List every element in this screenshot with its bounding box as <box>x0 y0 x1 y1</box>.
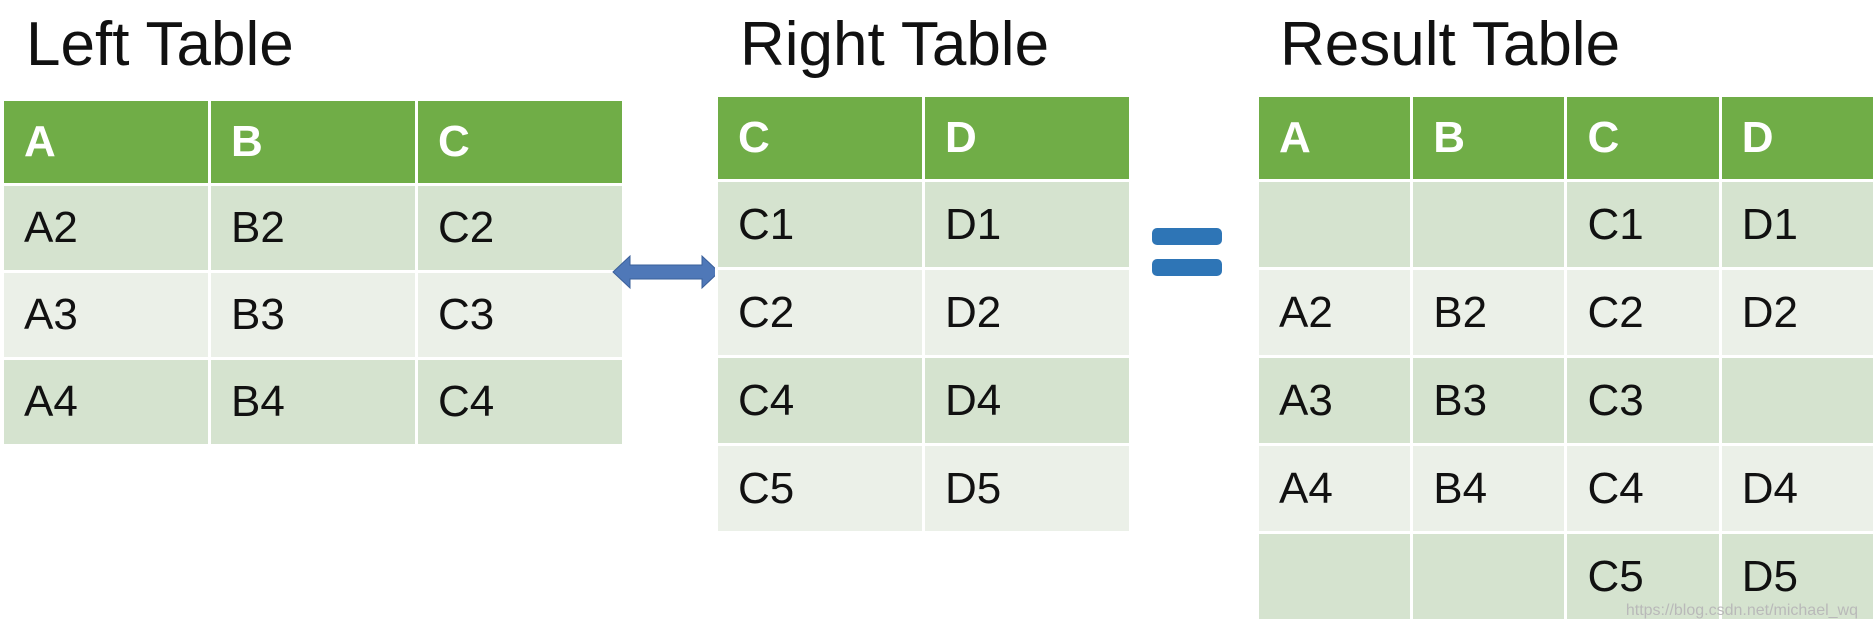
header-row: C D <box>718 97 1129 179</box>
table-cell: C4 <box>418 360 622 444</box>
table-cell: A4 <box>1259 446 1411 531</box>
table-cell: A2 <box>1259 270 1411 355</box>
table-cell: D1 <box>1721 182 1873 267</box>
column-header: D <box>925 97 1129 179</box>
table-cell: C1 <box>1567 182 1719 267</box>
table-cell: D5 <box>1721 534 1873 619</box>
column-header: A <box>1259 97 1411 179</box>
table-cell: C5 <box>1567 534 1719 619</box>
table-cell: B3 <box>1413 358 1565 443</box>
table-cell: B2 <box>1413 270 1565 355</box>
column-header: B <box>211 101 415 183</box>
table-row: A2 B2 C2 <box>4 186 622 270</box>
table-cell: A2 <box>4 186 208 270</box>
header-row: A B C D <box>1259 97 1873 179</box>
left-table: A B C A2 B2 C2 A3 B3 C3 A4 B4 C4 <box>1 98 625 447</box>
table-cell: D4 <box>1721 446 1873 531</box>
double-arrow-icon <box>612 254 720 290</box>
table-cell: C4 <box>718 358 922 443</box>
table-row: A4 B4 C4 <box>4 360 622 444</box>
column-header: B <box>1413 97 1565 179</box>
table-cell: A3 <box>1259 358 1411 443</box>
table-cell: D2 <box>1721 270 1873 355</box>
table-cell: D2 <box>925 270 1129 355</box>
table-row: A2 B2 C2 D2 <box>1259 270 1873 355</box>
table-cell <box>1259 182 1411 267</box>
table-row: A3 B3 C3 <box>1259 358 1873 443</box>
table-row: C5 D5 <box>1259 534 1873 619</box>
right-table-title: Right Table <box>740 10 1050 79</box>
table-cell: C2 <box>718 270 922 355</box>
column-header: D <box>1721 97 1873 179</box>
table-cell <box>1413 534 1565 619</box>
result-table-title: Result Table <box>1280 10 1621 79</box>
left-table-title: Left Table <box>26 10 294 79</box>
header-row: A B C <box>4 101 622 183</box>
table-row: A3 B3 C3 <box>4 273 622 357</box>
table-cell <box>1259 534 1411 619</box>
table-cell: C3 <box>418 273 622 357</box>
table-row: C5 D5 <box>718 446 1129 531</box>
table-cell: C5 <box>718 446 922 531</box>
table-cell: D1 <box>925 182 1129 267</box>
table-row: C1 D1 <box>1259 182 1873 267</box>
equals-icon <box>1152 228 1222 276</box>
table-cell: B4 <box>211 360 415 444</box>
table-cell: A4 <box>4 360 208 444</box>
right-table: C D C1 D1 C2 D2 C4 D4 C5 D5 <box>715 94 1132 534</box>
table-cell: C2 <box>418 186 622 270</box>
table-cell: D5 <box>925 446 1129 531</box>
table-cell: B2 <box>211 186 415 270</box>
table-cell: C4 <box>1567 446 1719 531</box>
table-cell: B3 <box>211 273 415 357</box>
table-cell: C2 <box>1567 270 1719 355</box>
table-cell <box>1721 358 1873 443</box>
column-header: C <box>418 101 622 183</box>
column-header: C <box>718 97 922 179</box>
watermark: https://blog.csdn.net/michael_wq <box>1625 602 1858 619</box>
column-header: A <box>4 101 208 183</box>
table-row: C1 D1 <box>718 182 1129 267</box>
table-cell: B4 <box>1413 446 1565 531</box>
table-row: C2 D2 <box>718 270 1129 355</box>
table-row: A4 B4 C4 D4 <box>1259 446 1873 531</box>
table-cell: C1 <box>718 182 922 267</box>
table-cell: A3 <box>4 273 208 357</box>
table-cell: C3 <box>1567 358 1719 443</box>
table-row: C4 D4 <box>718 358 1129 443</box>
table-cell <box>1413 182 1565 267</box>
column-header: C <box>1567 97 1719 179</box>
table-cell: D4 <box>925 358 1129 443</box>
result-table: A B C D C1 D1 A2 B2 C2 D2 A3 B3 C3 <box>1256 94 1876 622</box>
